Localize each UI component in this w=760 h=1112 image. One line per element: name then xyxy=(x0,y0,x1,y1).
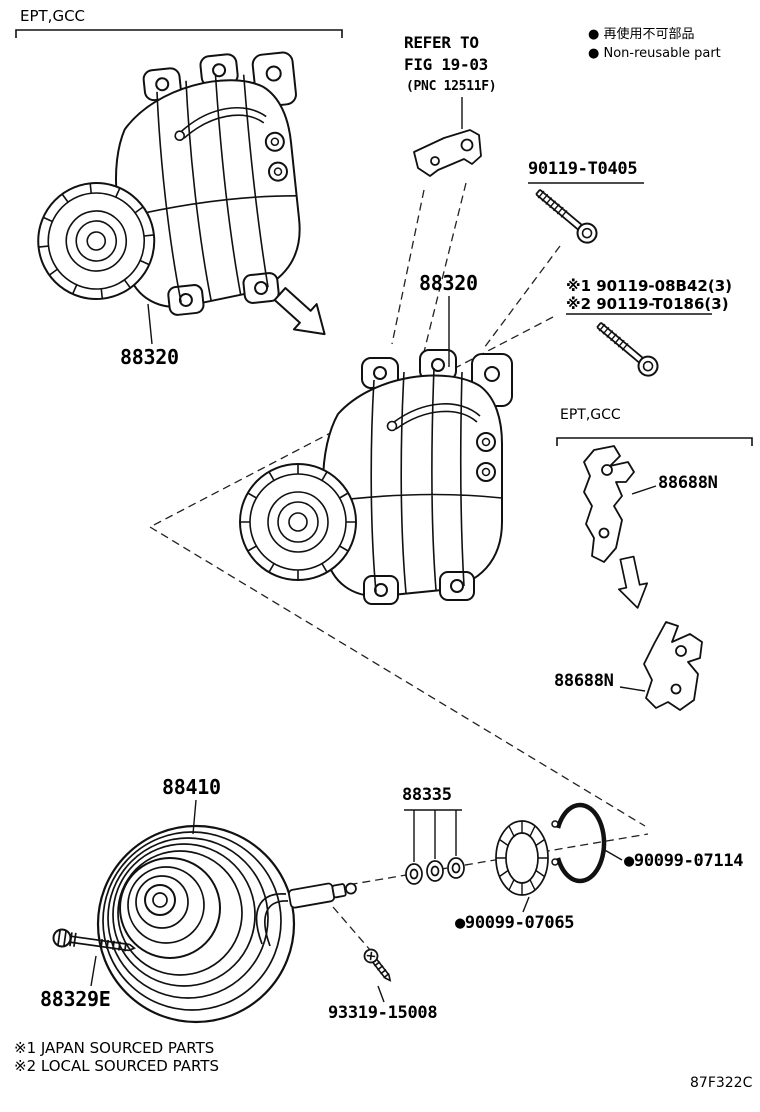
part-label-88320-center: 88320 xyxy=(419,271,478,295)
clutch-pulley-drawing xyxy=(96,824,296,1024)
part-label-88410: 88410 xyxy=(162,775,221,799)
part-label-88320-top: 88320 xyxy=(120,345,179,369)
region-label-top: EPT,GCC xyxy=(20,7,86,25)
screw-drawing xyxy=(363,948,392,982)
region-bracket-right xyxy=(556,437,753,446)
footnote-local-sourced: ※2 LOCAL SOURCED PARTS xyxy=(14,1057,219,1075)
part-label-90099-07114: ●90099-07114 xyxy=(624,851,744,871)
figure-code: 87F322C xyxy=(690,1075,753,1091)
bracket-88688N-lower-drawing xyxy=(643,621,703,711)
bolt-90119-08B42-drawing xyxy=(591,316,663,381)
part-label-90119-T0405: 90119-T0405 xyxy=(528,159,638,179)
pnc-plate-drawing xyxy=(413,129,482,177)
lead-wire-fitting-drawing xyxy=(255,882,357,947)
washer-set-drawing xyxy=(405,857,465,885)
pulley-bolt-drawing xyxy=(52,928,136,952)
part-label-90099-07065: ●90099-07065 xyxy=(455,913,575,933)
part-label-88329E: 88329E xyxy=(40,987,111,1011)
region-bracket-top xyxy=(15,29,343,38)
refer-note-line1: REFER TO xyxy=(404,33,479,52)
leader-lines xyxy=(90,97,712,1003)
part-label-88688N-upper: 88688N xyxy=(658,473,718,493)
region-label-right: EPT,GCC xyxy=(560,407,621,423)
bolt-90119-T0405-drawing xyxy=(530,183,602,248)
toothed-washer-drawing xyxy=(495,820,549,896)
part-label-90119-08B42: ※1 90119-08B42(3) xyxy=(566,277,732,295)
part-label-88688N-lower: 88688N xyxy=(554,671,614,691)
compressor-center-drawing xyxy=(239,349,513,605)
legend-nonreusable-en: ● Non-reusable part xyxy=(588,46,721,61)
part-label-90119-T0186: ※2 90119-T0186(3) xyxy=(566,295,729,313)
arrow-to-bracket-drawing xyxy=(612,554,653,612)
footnote-japan-sourced: ※1 JAPAN SOURCED PARTS xyxy=(14,1039,215,1057)
snap-ring-drawing xyxy=(551,802,607,884)
refer-note-line2: FIG 19-03 xyxy=(404,55,488,74)
refer-note-pnc: (PNC 12511F) xyxy=(406,79,497,94)
legend-nonreusable-jp: ● 再使用不可部品 xyxy=(588,27,695,42)
part-label-88335: 88335 xyxy=(402,785,452,805)
part-label-93319-15008: 93319-15008 xyxy=(328,1003,438,1023)
compressor-top-drawing xyxy=(19,46,319,330)
bracket-88688N-upper-drawing xyxy=(583,445,635,563)
